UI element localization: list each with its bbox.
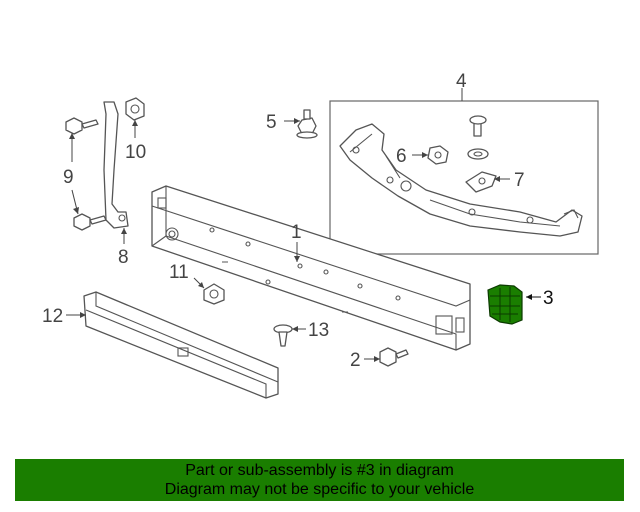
callout-4: 4: [456, 71, 467, 92]
banner-line-1: Part or sub-assembly is #3 in diagram: [185, 462, 454, 479]
brace-part-8: [103, 101, 129, 229]
callout-5: 5: [266, 112, 277, 133]
callout-8: 8: [118, 247, 129, 268]
absorber-part-12: [83, 291, 279, 399]
callout-2: 2: [350, 350, 361, 371]
callout-3: 3: [543, 288, 554, 309]
bolt-part-9-lower: [73, 213, 107, 231]
bolt-part-9-upper: [65, 117, 99, 135]
parts-diagram: 4 5 6 7: [42, 71, 599, 399]
bracket-part-3-highlighted: [487, 284, 523, 325]
bracket-assembly-part-4: [339, 123, 583, 237]
nut-part-10: [125, 97, 145, 121]
push-pin-part-13: [273, 324, 293, 347]
bolt-part-5: [296, 109, 318, 139]
callout-13: 13: [308, 320, 329, 341]
reinforcement-beam-part-1: [151, 185, 471, 351]
callout-11: 11: [169, 262, 189, 283]
bolt-part-2: [379, 347, 409, 367]
info-banner: Part or sub-assembly is #3 in diagram Di…: [15, 459, 624, 501]
bolt-with-washer: [467, 115, 489, 160]
clip-part-7: [465, 171, 497, 193]
callout-10: 10: [125, 142, 146, 163]
callout-7: 7: [514, 170, 525, 191]
banner-line-2: Diagram may not be specific to your vehi…: [164, 481, 475, 498]
callout-6: 6: [396, 146, 407, 167]
callout-12: 12: [42, 306, 63, 327]
nut-part-11: [203, 283, 225, 305]
callout-1: 1: [291, 222, 302, 243]
assembly-box-4: [329, 100, 599, 255]
callout-9: 9: [63, 167, 74, 188]
clip-nut-part-6: [427, 145, 449, 165]
